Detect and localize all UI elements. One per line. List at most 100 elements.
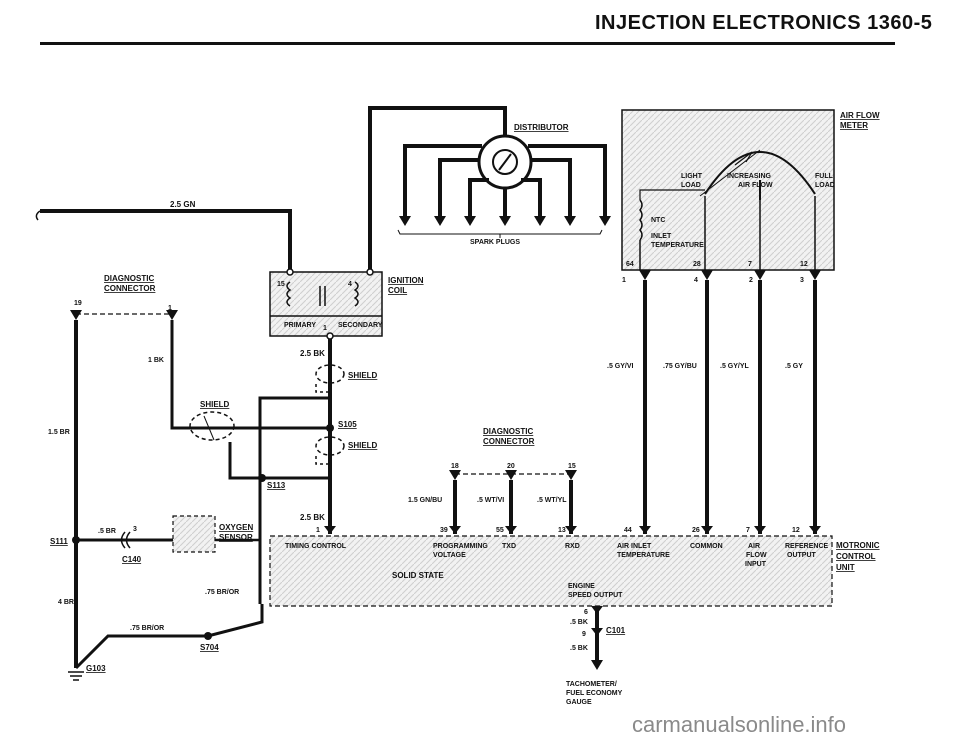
air-flow-input-line2: FLOW [746,552,767,559]
shield-label-a: SHIELD [348,371,378,380]
air-inlet-line1: AIR INLET [617,543,652,550]
ecu-pin-12: 12 [792,527,800,534]
motronic-unit-box [269,535,833,607]
distributor-label: DISTRIBUTOR [514,123,569,132]
wire-4-br-label: 4 BR [58,599,74,606]
motronic-unit-line1: MOTRONIC [836,541,880,550]
common-label: COMMON [690,543,723,550]
wire-5-gy-label: .5 GY [785,363,803,370]
oxygen-sensor-box [172,515,216,553]
diag-conn-2-line2: CONNECTOR [483,437,535,446]
shield-drain-upper [315,384,330,393]
wire-5-gy-yl-label: .5 GY/YL [720,363,750,370]
ecu-pin-1: 1 [316,527,320,534]
distributor [368,106,607,272]
ground-g103 [68,671,84,681]
spark-plugs-label: SPARK PLUGS [470,239,520,246]
secondary-label: SECONDARY [338,322,383,329]
ignition-coil-windings [270,281,382,317]
afm-potentiometer [639,149,816,270]
wire-5-bk-label-b: .5 BK [570,645,588,652]
afm-pin-7: 7 [748,261,752,268]
ecu-pin-55: 55 [496,527,504,534]
afm-pin-4: 4 [694,277,698,284]
out-pin-6: 6 [584,609,588,616]
afm-title-line1: AIR FLOW [840,111,880,120]
full-load-line2: LOAD [815,182,835,189]
txd-label: TXD [502,543,516,550]
wire-2-5-gn-label: 2.5 GN [170,200,196,209]
diag2-pin-20: 20 [507,463,515,470]
timing-control-label: TIMING CONTROL [285,543,347,550]
coil-pin-4: 4 [348,281,352,288]
shield-left [189,411,235,441]
diag-conn-2-line1: DIAGNOSTIC [483,427,533,436]
splice-s105 [326,424,334,432]
rxd-label: RXD [565,543,580,550]
diag1-pin-19: 19 [74,300,82,307]
ecu-pin-13: 13 [558,527,566,534]
afm-pin-1: 1 [622,277,626,284]
diag2-pin-18: 18 [451,463,459,470]
afm-pin-3: 3 [800,277,804,284]
wire-end-hook [35,210,41,221]
afm-pin-28: 28 [693,261,701,268]
g103-label: G103 [86,664,106,673]
tachometer-line3: GAUGE [566,699,592,706]
c101-label: C101 [606,626,626,635]
shield-upper [315,364,345,456]
wire-75-br-or-b [74,604,264,670]
inlet-temp-line1: INLET [651,233,672,240]
full-load-line1: FULL [815,173,834,180]
wire-75-gy-bu-label: .75 GY/BU [663,363,697,370]
spark-plug-arrows [399,216,611,226]
light-load-line1: LIGHT [681,173,703,180]
header-rule [40,42,895,45]
afm-pin-64: 64 [626,261,634,268]
wire-1-bk-label: 1 BK [148,357,164,364]
diag1-pin1-arrow [166,310,178,320]
air-flow-input-line3: INPUT [745,561,767,568]
wire-5-wt-yl-label: .5 WT/YL [537,497,567,504]
tachometer-line2: FUEL ECONOMY [566,690,623,697]
shield-label-c: SHIELD [348,441,378,450]
page-header-title: INJECTION ELECTRONICS 1360-5 [595,12,933,34]
c101-connector [591,628,603,636]
motronic-unit-line3: UNIT [836,563,855,572]
diag1-pin-1: 1 [168,305,172,312]
watermark: carmanualsonline.info [632,712,847,737]
s105-label: S105 [338,420,357,429]
wire-5-bk-label-a: .5 BK [570,619,588,626]
wire-75-br-or-label-a: .75 BR/OR [205,589,239,596]
programming-line1: PROGRAMMING [433,543,488,550]
ntc-label: NTC [651,217,665,224]
increasing-line2: AIR FLOW [738,182,773,189]
inlet-temp-line2: TEMPERATURE [651,242,704,249]
reference-line1: REFERENCE [785,543,829,550]
programming-line2: VOLTAGE [433,552,466,559]
engine-speed-line1: ENGINE [568,583,595,590]
diag-conn-1-line2: CONNECTOR [104,284,156,293]
wire-5-br-label: .5 BR [98,528,116,535]
tachometer-line1: TACHOMETER/ [566,681,617,688]
ecu-pin-7: 7 [746,527,750,534]
shield-drain-lower [315,456,330,465]
wire-1-5-br-label: 1.5 BR [48,429,70,436]
ecu-pin-26: 26 [692,527,700,534]
wire-5-wt-vi-label: .5 WT/VI [477,497,504,504]
motronic-unit-line2: CONTROL [836,552,876,561]
oxygen-sensor-line2: SENSOR [219,533,253,542]
c140-connector [120,531,131,549]
wire-1-5-gn-bu-label: 1.5 GN/BU [408,497,442,504]
s704-label: S704 [200,643,219,652]
ignition-coil-line2: COIL [388,286,407,295]
c101-pin-9: 9 [582,631,586,638]
air-inlet-line2: TEMPERATURE [617,552,670,559]
wire-s113 [228,442,330,480]
wire-shield-ground [258,396,330,604]
spark-plugs-bracket [397,229,603,238]
reference-line2: OUTPUT [787,552,817,559]
ecu-pin-39: 39 [440,527,448,534]
afm-pin-12: 12 [800,261,808,268]
